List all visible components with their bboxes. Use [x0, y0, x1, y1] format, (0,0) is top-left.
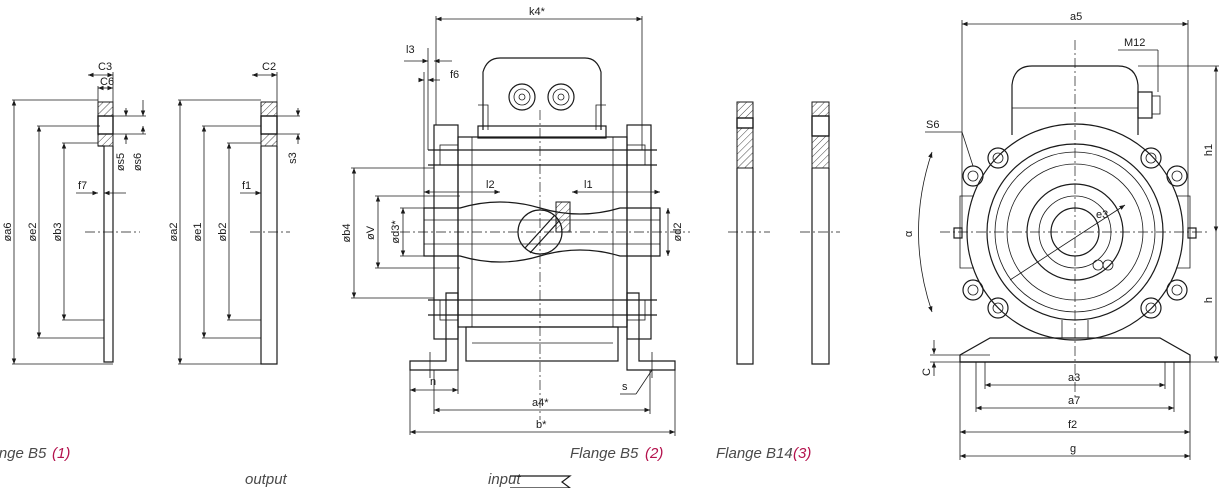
caption-flange-b5-1: Flange B5: [0, 445, 47, 462]
dim-a6: øa6: [2, 223, 14, 242]
dim-d2: ød2: [672, 223, 684, 242]
caption-flange-b14-3: Flange B14: [716, 445, 793, 462]
foot-left: [409, 292, 459, 371]
dim-s6-motor: S6: [926, 119, 939, 131]
dim-f7: f7: [78, 180, 87, 192]
dim-l2: l2: [486, 179, 495, 191]
dim-b2: øb2: [217, 223, 229, 242]
flange-b5-2-view: C2 f1 øa2 øe1 øb2 s3: [168, 61, 301, 365]
dim-l3: l3: [406, 44, 415, 56]
dim-a7: a7: [1068, 395, 1080, 407]
dim-s3: s3: [287, 152, 299, 164]
dim-a4: a4*: [532, 397, 549, 409]
hollow-shaft: [423, 201, 661, 263]
terminal-box: [482, 57, 602, 130]
flange-b5-1-view: C3 C6 f7 øa6 øe2 øb3 øs5 øs6: [2, 61, 146, 365]
flange-section-mid: [97, 133, 114, 147]
motor-terminal-box: [1011, 65, 1139, 135]
dim-c2: C2: [262, 61, 276, 73]
motor-housing: [966, 123, 1184, 341]
flange-body: [98, 145, 114, 363]
flange-hole: [97, 115, 114, 135]
motor-front-view: a5 M12 S6 e3 α h1 h C a3 a7 f2 g: [903, 11, 1219, 460]
dim-s5: øs5: [115, 153, 127, 171]
dim-h1: h1: [1203, 144, 1215, 156]
flange-section-views: [728, 101, 840, 365]
input-shaft-symbol: [510, 475, 572, 488]
dim-b: b*: [536, 419, 547, 431]
caption-output: output: [245, 471, 288, 488]
dim-alpha: α: [903, 230, 915, 237]
dim-n: n: [430, 376, 436, 388]
dim-v: øV: [365, 225, 377, 240]
dim-b4: øb4: [341, 224, 353, 243]
cable-gland-left: [508, 83, 536, 111]
dim-e2: øe2: [27, 223, 39, 242]
dim-s6: øs6: [132, 153, 144, 171]
dim-a3: a3: [1068, 372, 1080, 384]
dim-k4: k4*: [529, 6, 546, 18]
foot-right: [626, 292, 676, 371]
captions: Flange B5 (1) Flange B5 (2) Flange B14 (…: [0, 445, 811, 488]
dim-g: g: [1070, 443, 1076, 455]
gearbox-side-view: k4* l3 f6 l2 l1 øb4 øV ød3* ød2 n s a4* …: [341, 6, 690, 436]
dim-h: h: [1203, 297, 1215, 303]
dim-d3: ød3*: [390, 220, 402, 244]
cable-gland-right: [547, 83, 575, 111]
caption-flange-b5-2: Flange B5: [570, 445, 639, 462]
dim-e1: øe1: [192, 223, 204, 242]
caption-flange-b5-2-num: (2): [645, 445, 663, 462]
dim-e3: e3: [1096, 209, 1108, 221]
dim-f6: f6: [450, 69, 459, 81]
caption-input: input: [488, 471, 521, 488]
dim-f1: f1: [242, 180, 251, 192]
dim-s: s: [622, 381, 628, 393]
dim-l1: l1: [584, 179, 593, 191]
dim-c3: C3: [98, 61, 112, 73]
dim-m12: M12: [1124, 37, 1145, 49]
dim-a2: øa2: [168, 223, 180, 242]
dim-c6: C6: [100, 76, 114, 88]
dim-f2: f2: [1068, 419, 1077, 431]
caption-flange-b14-3-num: (3): [793, 445, 811, 462]
flange-section-top: [97, 101, 114, 117]
dim-a5: a5: [1070, 11, 1082, 23]
dim-b3: øb3: [52, 223, 64, 242]
caption-flange-b5-1-num: (1): [52, 445, 70, 462]
motor-shaft: [1050, 207, 1100, 257]
dim-c: C: [921, 368, 933, 376]
